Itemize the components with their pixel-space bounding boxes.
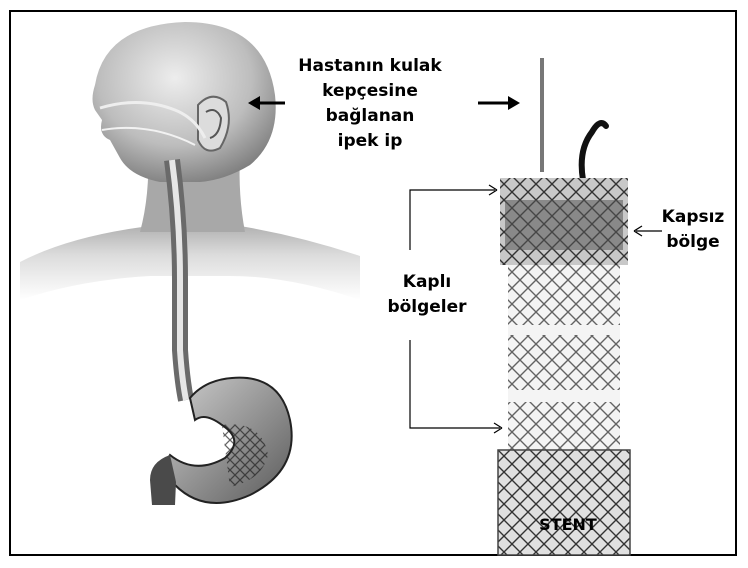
covered-regions-label-line-1: Kaplı <box>372 270 482 295</box>
stent-label: STENT <box>528 512 608 537</box>
silk-thread-label-line-2: kepçesine <box>290 79 450 104</box>
silk-thread-label-line-3: bağlanan <box>290 104 450 129</box>
silk-thread-label: Hastanın kulak kepçesine bağlanan ipek i… <box>290 54 450 154</box>
covered-regions-label: Kaplı bölgeler <box>372 270 482 320</box>
silk-thread-label-line-4: ipek ip <box>290 129 450 154</box>
esophagus-illustration <box>172 160 186 400</box>
stent-illustration <box>498 58 630 555</box>
uncovered-region-label-line-1: Kapsız <box>648 205 738 230</box>
uncovered-region-label: Kapsız bölge <box>648 205 738 255</box>
silk-thread-label-line-1: Hastanın kulak <box>290 54 450 79</box>
silk-thread <box>582 123 606 180</box>
covered-regions-label-line-2: bölgeler <box>372 295 482 320</box>
stomach-illustration <box>150 378 292 505</box>
uncovered-region-label-line-2: bölge <box>648 230 738 255</box>
